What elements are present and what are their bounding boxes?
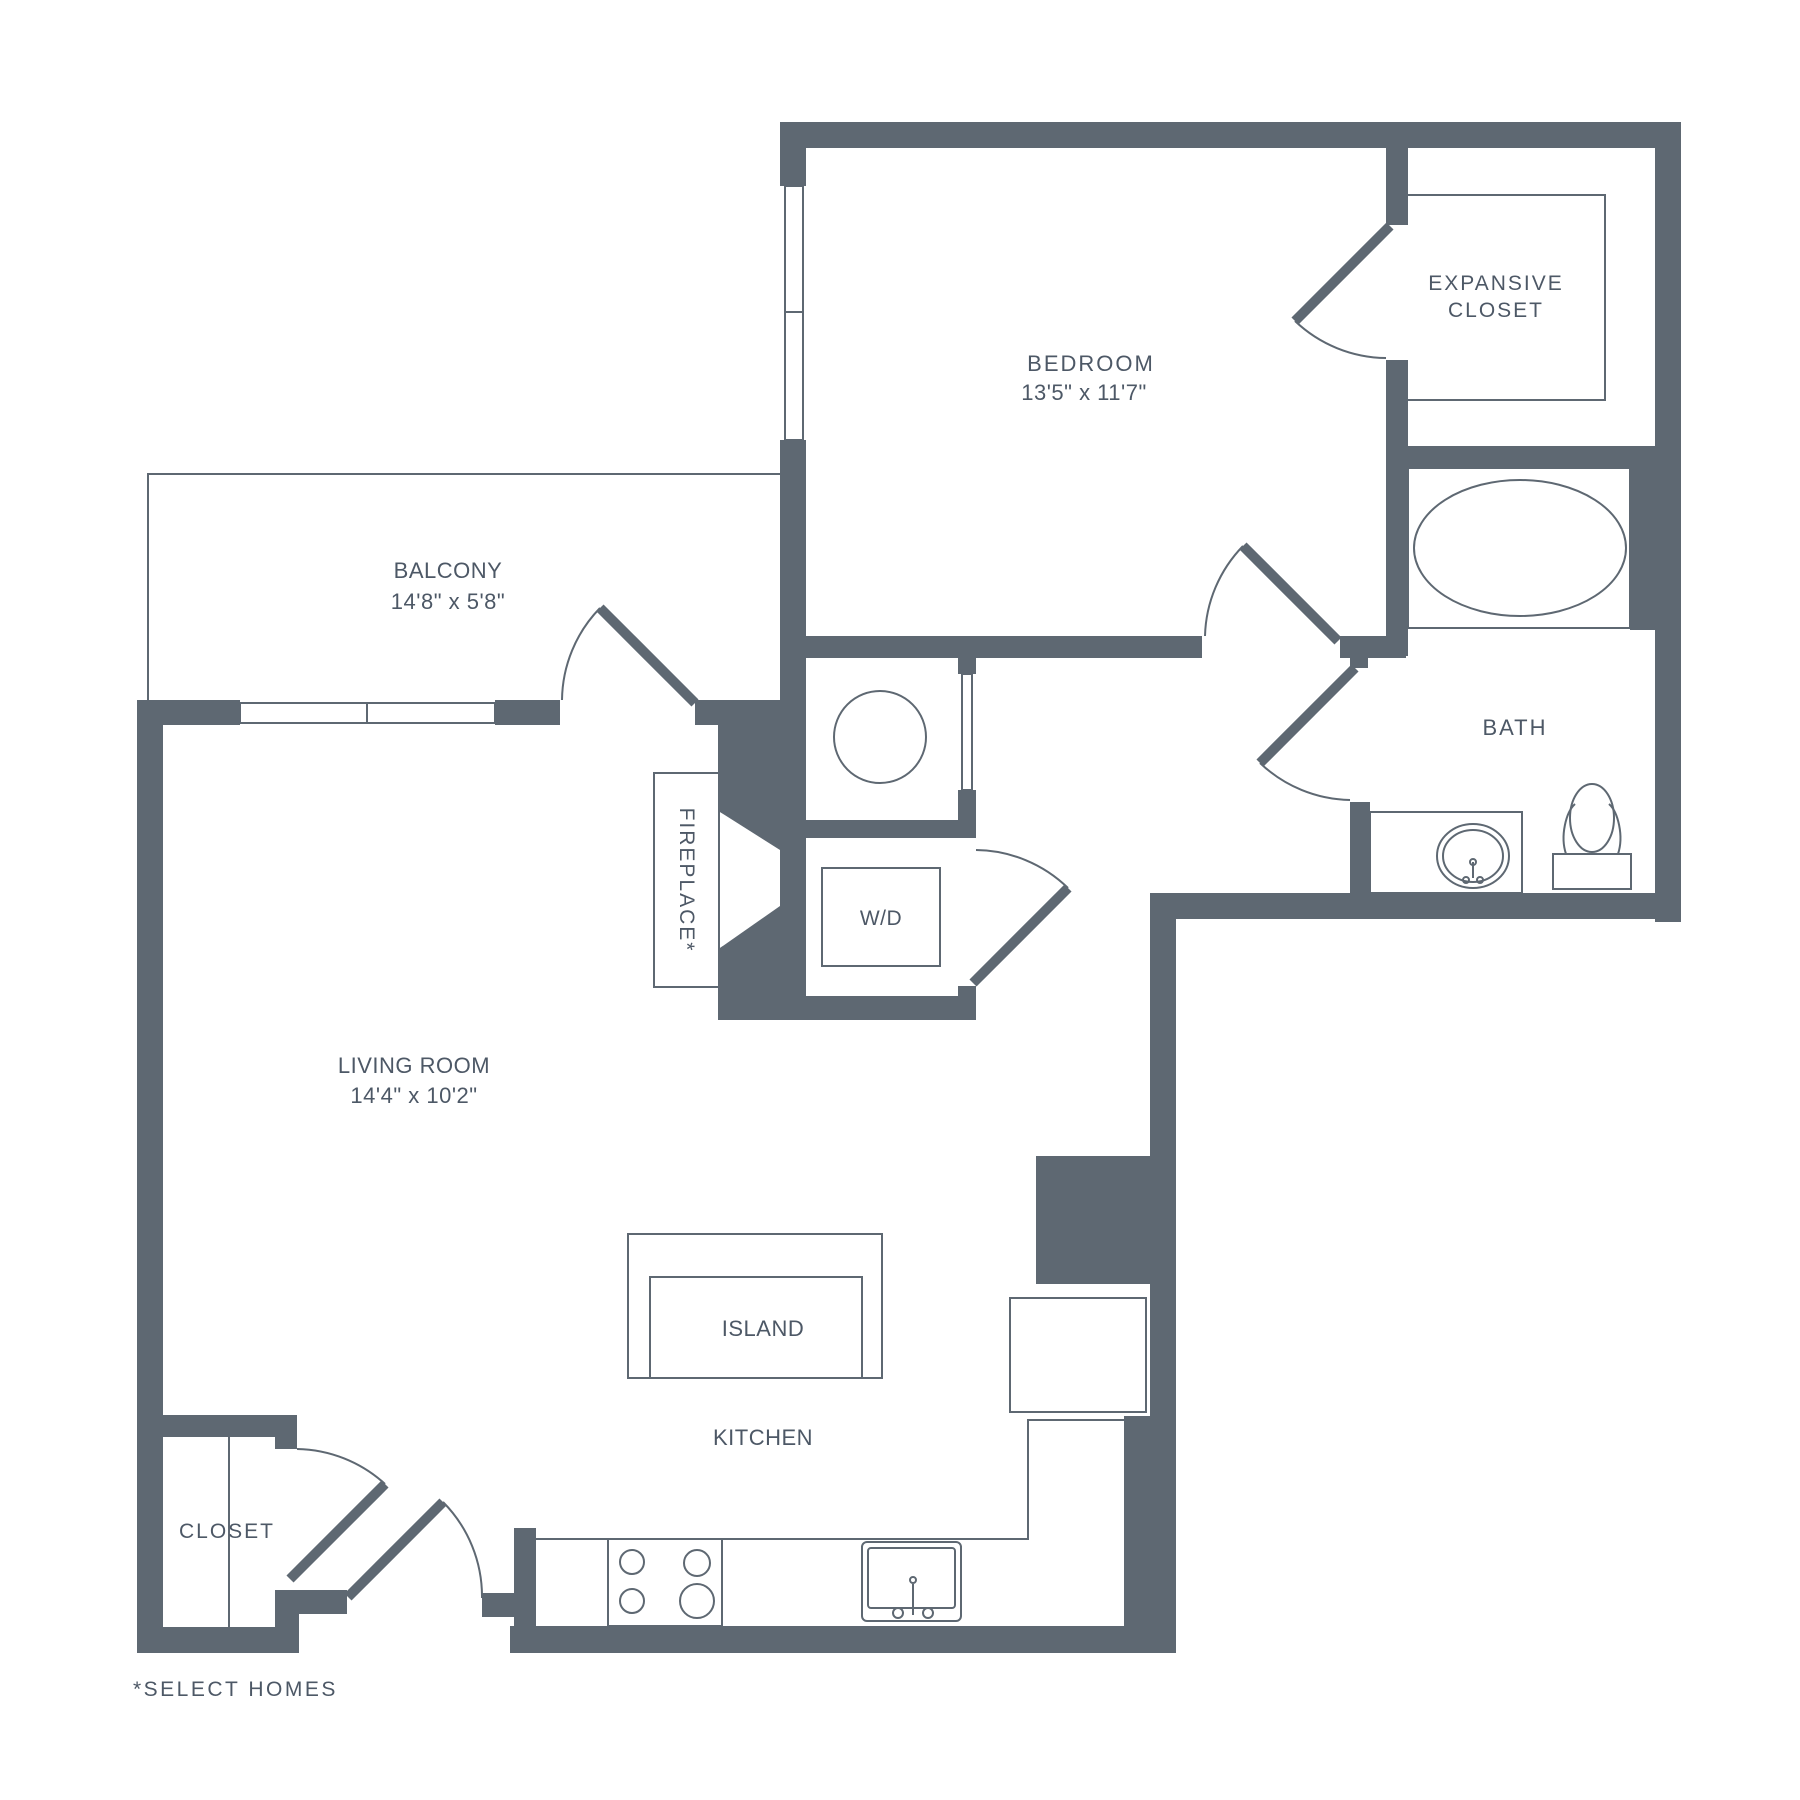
exterior-walls (137, 122, 1681, 1653)
kitchen-counter (536, 1419, 1124, 1540)
kitchen-label: KITCHEN (713, 1425, 813, 1450)
refrigerator (1009, 1297, 1147, 1413)
bedroom-label: BEDROOM (1027, 351, 1155, 376)
kitchen-sink (861, 1541, 962, 1622)
living-room-size: 14'4" x 10'2" (350, 1083, 477, 1108)
windows (239, 185, 804, 724)
water-heater (833, 690, 927, 784)
wd-label: W/D (860, 907, 902, 930)
range (607, 1538, 723, 1627)
bedroom-size: 13'5" x 11'7" (1021, 380, 1147, 405)
toilet (1552, 783, 1632, 890)
balcony-label: BALCONY (394, 558, 503, 583)
closet-shelf (1408, 194, 1606, 401)
interior-walls (137, 122, 1680, 1653)
select-homes-footnote: *SELECT HOMES (133, 1678, 338, 1701)
doors (286, 222, 1394, 1601)
expansive-closet-label-line2: CLOSET (1448, 299, 1544, 322)
island-label: ISLAND (722, 1316, 804, 1341)
bath-label: BATH (1482, 715, 1547, 740)
expansive-closet-label-line1: EXPANSIVE (1428, 272, 1564, 295)
living-room-label: LIVING ROOM (338, 1053, 490, 1078)
kitchen-island (627, 1233, 883, 1379)
fireplace-label: FIREPLACE* (675, 808, 698, 953)
vanity (1369, 811, 1523, 894)
bathtub (1413, 479, 1627, 617)
washer-dryer (821, 867, 941, 967)
closet-label: CLOSET (179, 1520, 275, 1543)
balcony-size: 14'8" x 5'8" (391, 589, 505, 614)
balcony-outline (147, 473, 783, 700)
fireplace (653, 725, 806, 1020)
